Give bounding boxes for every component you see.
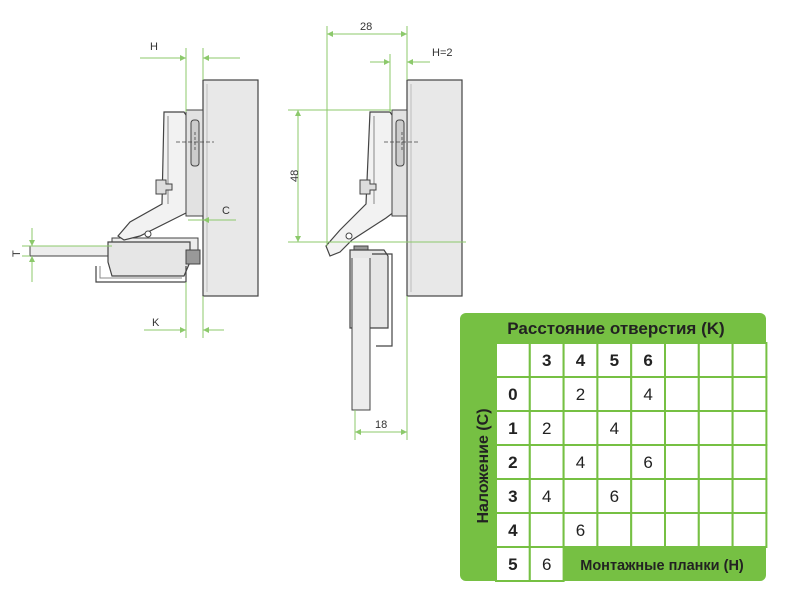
table-cell <box>697 410 734 446</box>
table-cell <box>731 478 768 514</box>
table-cell <box>697 512 734 548</box>
table-cell-value: 4 <box>576 453 585 472</box>
table-cell <box>562 478 599 514</box>
table-cell <box>562 376 599 412</box>
table-cell-value: 6 <box>643 453 652 472</box>
table-row-header: 0 <box>508 385 517 404</box>
table-cell <box>596 512 633 548</box>
right-side-panel <box>406 79 463 297</box>
overlay-table: Расстояние отверстия (K) Наложение (C) 3… <box>460 313 768 582</box>
table-cell <box>528 342 565 378</box>
table-cell-value: 6 <box>610 487 619 506</box>
table-col-header: 5 <box>610 351 619 370</box>
table-cell <box>528 444 565 480</box>
table-cell <box>697 478 734 514</box>
left-hinge-arm <box>117 111 189 241</box>
table-cell-value: 4 <box>542 487 551 506</box>
table-cell-value: 4 <box>643 385 652 404</box>
table-cell <box>528 512 565 548</box>
left-hinge-view: H C T K <box>11 41 259 338</box>
table-cell <box>495 342 531 378</box>
table-title: Расстояние отверстия (K) <box>507 319 724 338</box>
table-cell <box>596 376 633 412</box>
table-cell <box>596 444 633 480</box>
table-cell <box>630 478 667 514</box>
table-row-header: 1 <box>508 419 517 438</box>
table-row-header: 4 <box>508 521 518 540</box>
table-cell <box>630 342 667 378</box>
right-door-panel <box>351 258 371 411</box>
table-cell <box>664 478 700 514</box>
table-cell <box>495 546 531 582</box>
table-cell <box>731 376 768 412</box>
table-cell <box>664 376 700 412</box>
table-cell <box>495 410 531 446</box>
table-col-header: 3 <box>542 351 551 370</box>
right-hinge-view: 28 H=2 48 18 <box>288 21 466 440</box>
table-cell <box>697 342 734 378</box>
left-hinge-cup <box>107 241 191 277</box>
table-cell <box>664 410 700 446</box>
table-cell <box>528 376 565 412</box>
table-cell <box>697 444 734 480</box>
dim-c: C <box>222 205 230 217</box>
table-cell <box>664 342 700 378</box>
table-grid: 3 4 5 6 0 2 4 1 2 4 2 4 6 3 4 6 4 6 5 6 <box>495 342 768 582</box>
table-cell <box>630 410 667 446</box>
table-col-header: 4 <box>576 351 586 370</box>
table-cell-value: 4 <box>610 419 619 438</box>
dim-48: 48 <box>289 170 301 182</box>
table-cell <box>596 410 633 446</box>
dim-t: T <box>11 250 23 257</box>
table-cell-value: 2 <box>542 419 551 438</box>
table-cell <box>731 444 768 480</box>
table-cell <box>731 512 768 548</box>
table-cell <box>630 512 667 548</box>
table-cell <box>495 478 531 514</box>
table-cell <box>731 410 768 446</box>
table-cell-value: 6 <box>542 555 551 574</box>
dim-h-left: H <box>150 41 158 53</box>
table-row-header: 2 <box>508 453 517 472</box>
table-cell <box>664 512 700 548</box>
table-side-label: Наложение (C) <box>475 408 492 523</box>
table-cell <box>528 478 565 514</box>
dim-k: K <box>152 317 160 329</box>
dim-18: 18 <box>375 419 387 431</box>
table-cell <box>562 512 599 548</box>
table-cell <box>562 410 599 446</box>
table-row-header: 5 <box>508 555 517 574</box>
left-side-panel <box>202 79 259 297</box>
table-cell <box>664 444 700 480</box>
table-cell-value: 6 <box>576 521 585 540</box>
table-row-header: 3 <box>508 487 517 506</box>
table-footer: Монтажные планки (H) <box>580 558 744 574</box>
table-cell-value: 2 <box>576 385 585 404</box>
table-cell <box>562 444 599 480</box>
dim-h2: H=2 <box>432 47 453 59</box>
table-col-header: 6 <box>643 351 652 370</box>
table-cell <box>731 342 768 378</box>
dim-28: 28 <box>360 21 372 33</box>
table-cell <box>528 546 565 582</box>
table-cell <box>697 376 734 412</box>
table-cell <box>596 342 633 378</box>
